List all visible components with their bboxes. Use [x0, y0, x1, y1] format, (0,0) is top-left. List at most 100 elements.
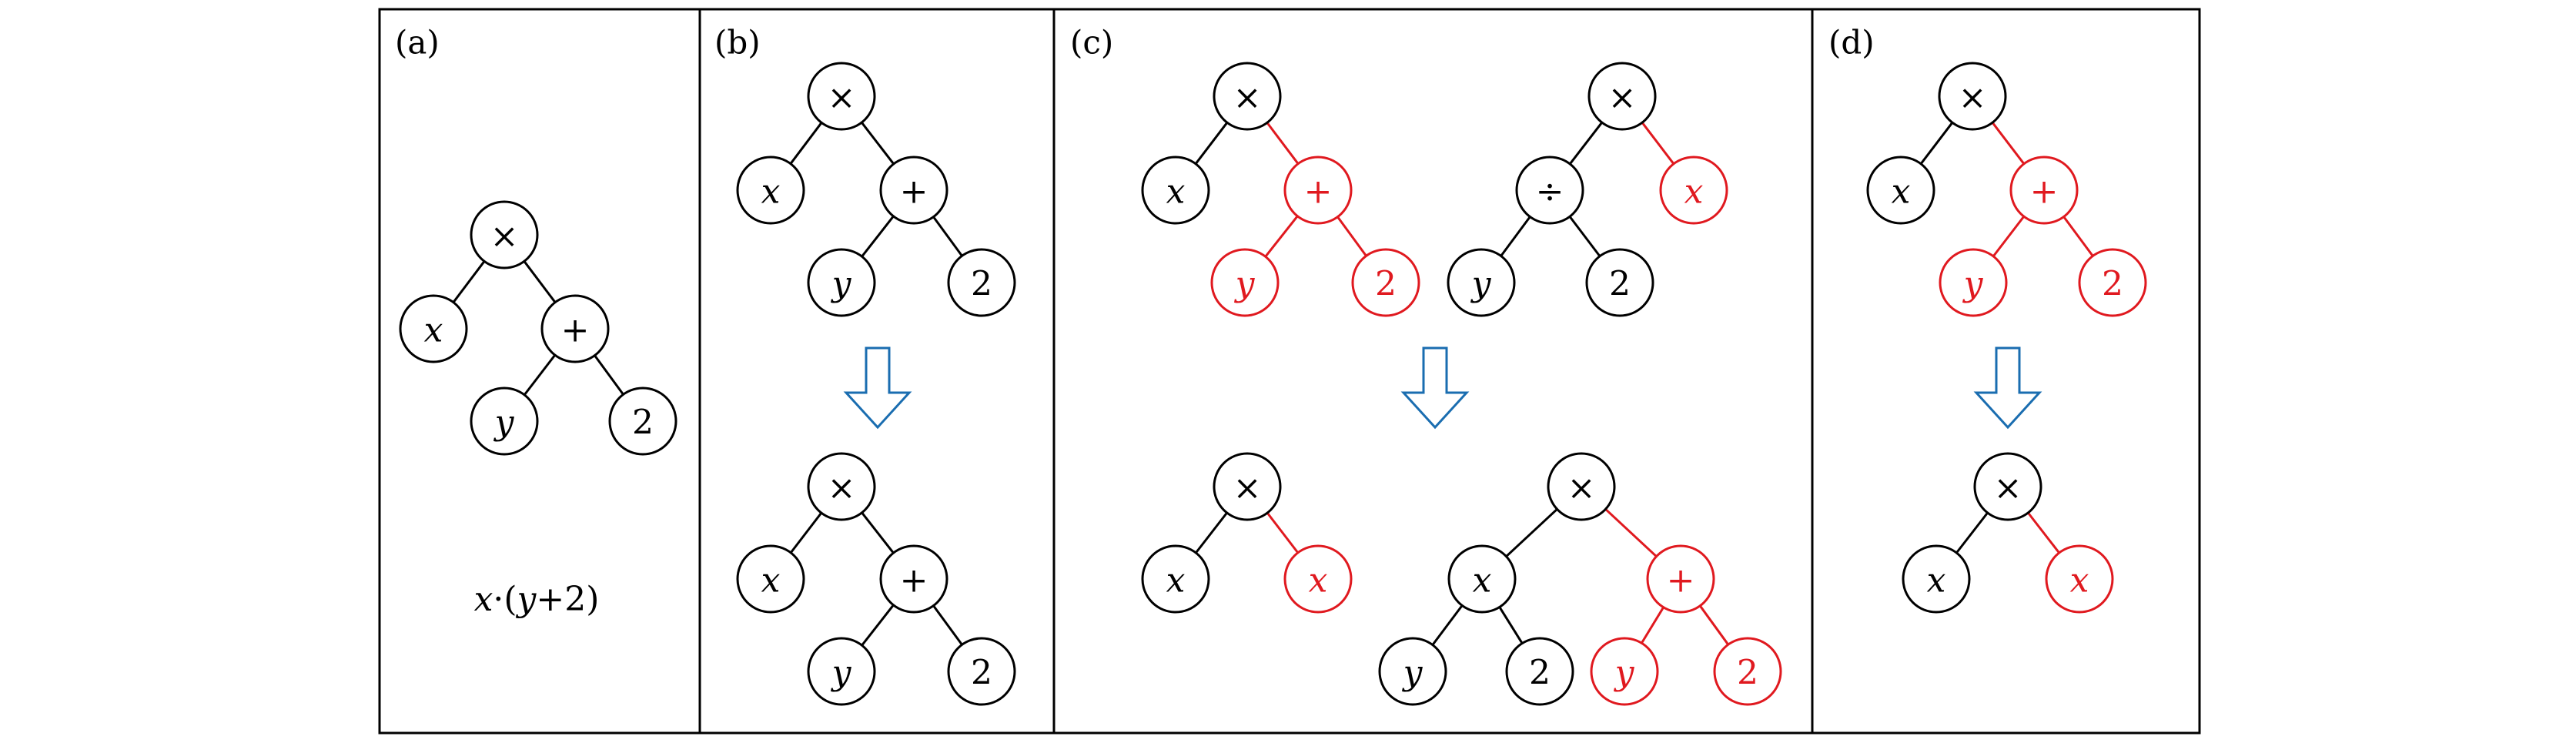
tree-node-label: x: [1309, 561, 1328, 601]
tree-node-circle: [1902, 544, 1971, 614]
tree-node-circle: [1213, 62, 1282, 131]
tree-node-label: ×: [1994, 469, 2022, 508]
tree-node-circle: [947, 248, 1016, 317]
tree-node-label: x: [1166, 172, 1186, 212]
tree-node: 2: [947, 637, 1016, 706]
tree-edge: [452, 260, 486, 303]
tree-node-label: x: [1927, 561, 1946, 601]
tree-node: x: [1866, 156, 1935, 225]
tree-node-label: 2: [971, 654, 992, 693]
tree-node-label: 2: [2102, 265, 2123, 304]
tree-edge: [861, 215, 895, 258]
tree-node-label: 2: [1737, 654, 1758, 693]
tree-node-circle: [807, 452, 876, 521]
tree-node: y: [1210, 248, 1280, 317]
tree-node: ÷: [1515, 156, 1584, 225]
figure-frame: [378, 8, 2201, 735]
tree-node-circle: [608, 387, 677, 456]
tree-edge: [861, 511, 895, 554]
tree-node-label: 2: [1529, 654, 1551, 693]
tree-edge: [861, 604, 895, 647]
tree-node-label: y: [493, 403, 515, 443]
tree-node-circle: [947, 637, 1016, 706]
tree-node-label: 2: [1609, 265, 1631, 304]
tree-node: x: [2045, 544, 2114, 614]
tree-edge: [1264, 215, 1299, 258]
tree-edge: [932, 216, 963, 257]
tree-edge: [1641, 122, 1675, 165]
tree-node-label: 2: [1375, 265, 1397, 304]
down-arrow-icon: [1973, 346, 2042, 430]
tree-node: 2: [947, 248, 1016, 317]
tree-node-label: x: [761, 561, 781, 601]
tree-edge: [523, 354, 557, 396]
tree-node-label: +: [1667, 561, 1695, 601]
tree-node: ×: [470, 200, 539, 269]
tree-node-label: ×: [1959, 79, 1987, 118]
expr-part: ·(: [493, 580, 517, 619]
tree-edge: [1498, 606, 1524, 644]
tree-node-label: ×: [1233, 469, 1262, 508]
tree-node: y: [1447, 248, 1516, 317]
tree-node-circle: [1585, 248, 1654, 317]
tree-node-circle: [807, 248, 876, 317]
tree-node-circle: [540, 294, 610, 363]
panel-label-a: (a): [395, 24, 440, 62]
tree-node: ×: [1213, 62, 1282, 131]
tree-edge: [1500, 216, 1531, 257]
tree-node-label: x: [761, 172, 781, 212]
tree-node-label: y: [1470, 265, 1492, 304]
tree-edge: [1569, 122, 1603, 165]
tree-node-circle: [1505, 637, 1574, 706]
tree-node-label: ÷: [1536, 172, 1564, 212]
tree-node-circle: [1378, 637, 1447, 706]
tree-node-circle: [1590, 637, 1659, 706]
tree-node-circle: [470, 200, 539, 269]
tree-edge: [1699, 604, 1729, 646]
tree-edge: [1505, 508, 1558, 557]
tree-node-label: ×: [828, 79, 856, 118]
expression-a: x·(y+2): [474, 580, 600, 619]
tree-edge: [789, 122, 823, 165]
tree-node-circle: [2045, 544, 2114, 614]
tree-edge: [1604, 508, 1658, 557]
tree-node: 2: [608, 387, 677, 456]
tree-node-label: y: [1402, 654, 1423, 693]
tree-node: x: [1141, 544, 1210, 614]
tree-node: y: [1939, 248, 2008, 317]
tree-node-label: x: [1166, 561, 1186, 601]
tree-node: +: [879, 156, 948, 225]
tree-node-circle: [1141, 156, 1210, 225]
arrows-layer: [843, 346, 2042, 430]
tree-node-label: +: [900, 561, 928, 601]
tree-node: ×: [1547, 452, 1616, 521]
down-arrow-icon: [843, 346, 912, 430]
tree-node-circle: [1283, 544, 1353, 614]
tree-node-circle: [1210, 248, 1280, 317]
tree-node-circle: [879, 544, 948, 614]
tree-node: y: [1378, 637, 1447, 706]
edges-layer: [452, 122, 2094, 647]
tree-node-circle: [1447, 544, 1517, 614]
tree-node-circle: [1515, 156, 1584, 225]
tree-node-circle: [1141, 544, 1210, 614]
tree-node-label: 2: [971, 265, 992, 304]
tree-node-circle: [1866, 156, 1935, 225]
tree-node: x: [1659, 156, 1728, 225]
tree-node-circle: [1351, 248, 1420, 317]
tree-edge: [1992, 216, 2026, 257]
tree-node: x: [1902, 544, 1971, 614]
tree-node-label: ×: [1233, 79, 1262, 118]
tree-edge: [594, 354, 624, 396]
tree-node-circle: [1938, 62, 2007, 131]
tree-node-label: x: [1473, 561, 1492, 601]
tree-edge: [1194, 122, 1229, 165]
tree-node: 2: [1585, 248, 1654, 317]
tree-node-label: +: [561, 311, 590, 350]
tree-node-circle: [1283, 156, 1353, 225]
tree-node: ×: [1938, 62, 2007, 131]
tree-node: 2: [1351, 248, 1420, 317]
tree-node-label: +: [2030, 172, 2059, 212]
